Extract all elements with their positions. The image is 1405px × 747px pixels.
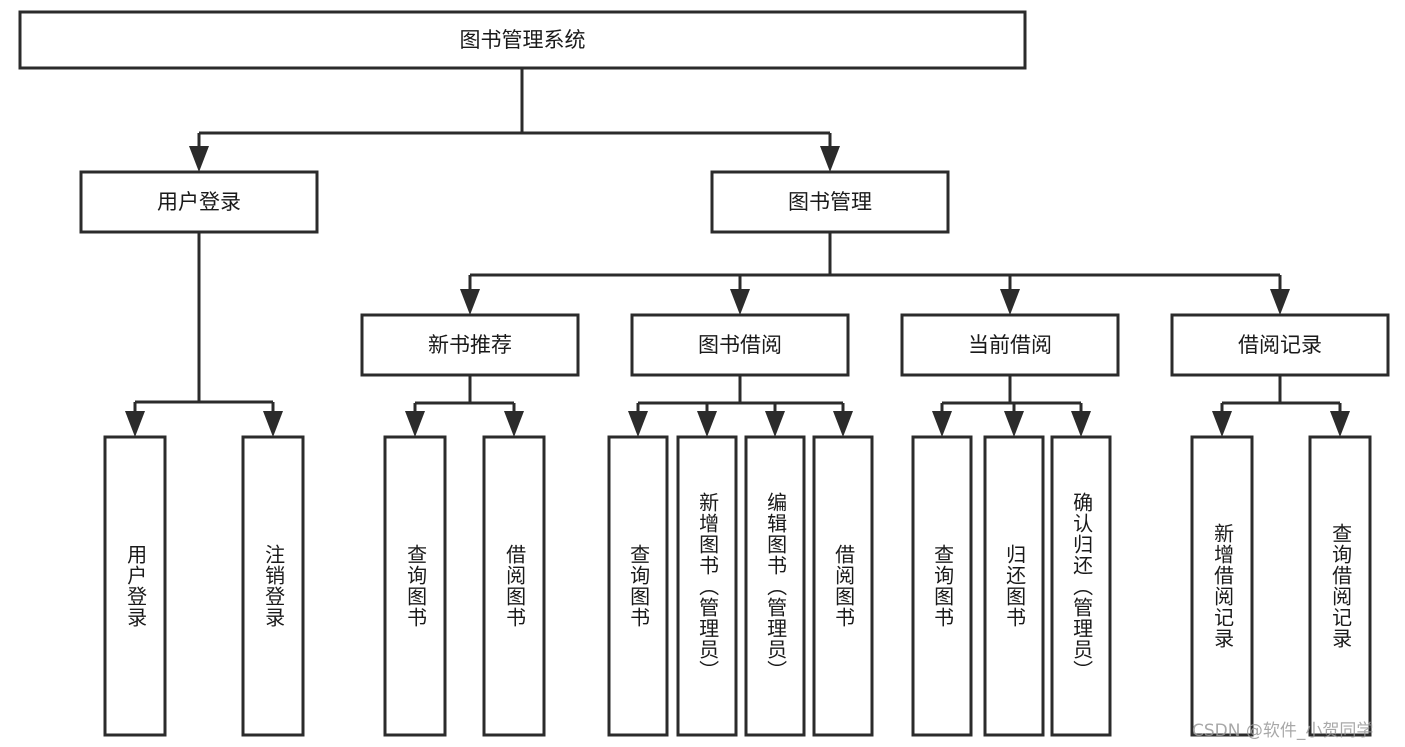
node-box[interactable]	[79, 170, 319, 234]
node-leaf-return-book[interactable]	[983, 435, 1045, 737]
node-label: 当前借阅	[968, 333, 1052, 357]
node-box[interactable]	[1190, 435, 1254, 737]
node-box[interactable]	[983, 435, 1045, 737]
node-label: 借阅记录	[1238, 333, 1322, 357]
node-box[interactable]	[710, 170, 950, 234]
arrow-head-icon	[833, 411, 853, 437]
arrow-head-icon	[1071, 411, 1091, 437]
node-leaf-add-book[interactable]	[676, 435, 738, 737]
arrow-head-icon	[628, 411, 648, 437]
node-leaf-query-record[interactable]	[1308, 435, 1372, 737]
node-leaf-add-record[interactable]	[1190, 435, 1254, 737]
arrow-head-icon	[820, 146, 840, 172]
node-leaf-query-book-2[interactable]	[607, 435, 669, 737]
arrow-head-icon	[405, 411, 425, 437]
arrow-head-icon	[504, 411, 524, 437]
node-label: 图书借阅	[698, 333, 782, 357]
connector-layer	[125, 68, 1350, 437]
arrow-head-icon	[460, 289, 480, 315]
node-box[interactable]	[241, 435, 305, 737]
node-box[interactable]	[482, 435, 546, 737]
arrow-head-icon	[125, 411, 145, 437]
node-box[interactable]	[1308, 435, 1372, 737]
arrow-head-icon	[1004, 411, 1024, 437]
arrow-head-icon	[263, 411, 283, 437]
arrow-head-icon	[1212, 411, 1232, 437]
arrow-head-icon	[765, 411, 785, 437]
node-leaf-borrow-book-1[interactable]	[482, 435, 546, 737]
node-label: 新书推荐	[428, 333, 512, 357]
arrow-head-icon	[730, 289, 750, 315]
node-leaf-query-book-3[interactable]	[911, 435, 973, 737]
node-book-borrow[interactable]: 图书借阅	[630, 313, 850, 377]
node-leaf-query-book-1[interactable]	[383, 435, 447, 737]
arrow-head-icon	[1000, 289, 1020, 315]
node-leaf-confirm-return[interactable]	[1050, 435, 1112, 737]
node-leaf-borrow-book-2[interactable]	[812, 435, 874, 737]
node-box[interactable]	[383, 435, 447, 737]
node-label: 图书管理系统	[460, 28, 586, 52]
node-leaf-user-login[interactable]	[103, 435, 167, 737]
node-leaf-logout[interactable]	[241, 435, 305, 737]
arrow-head-icon	[697, 411, 717, 437]
node-current-borrow[interactable]: 当前借阅	[900, 313, 1120, 377]
node-box[interactable]	[900, 313, 1120, 377]
node-box[interactable]	[911, 435, 973, 737]
node-box[interactable]	[676, 435, 738, 737]
node-box[interactable]	[360, 313, 580, 377]
arrow-head-icon	[1270, 289, 1290, 315]
node-borrow-record[interactable]: 借阅记录	[1170, 313, 1390, 377]
node-root[interactable]: 图书管理系统	[18, 10, 1027, 70]
node-box[interactable]	[812, 435, 874, 737]
node-label: 图书管理	[788, 190, 872, 214]
node-user-login[interactable]: 用户登录	[79, 170, 319, 234]
node-book-manage[interactable]: 图书管理	[710, 170, 950, 234]
csdn-watermark: CSDN @软件_小贺同学	[1192, 721, 1374, 741]
node-box[interactable]	[744, 435, 806, 737]
arrow-head-icon	[1330, 411, 1350, 437]
node-box[interactable]	[18, 10, 1027, 70]
node-leaf-edit-book[interactable]	[744, 435, 806, 737]
arrow-head-icon	[189, 146, 209, 172]
node-box[interactable]	[103, 435, 167, 737]
node-label: 用户登录	[157, 190, 241, 214]
arrow-head-icon	[932, 411, 952, 437]
node-box[interactable]	[607, 435, 669, 737]
node-box[interactable]	[1050, 435, 1112, 737]
node-box[interactable]	[1170, 313, 1390, 377]
node-new-book-rec[interactable]: 新书推荐	[360, 313, 580, 377]
node-box[interactable]	[630, 313, 850, 377]
